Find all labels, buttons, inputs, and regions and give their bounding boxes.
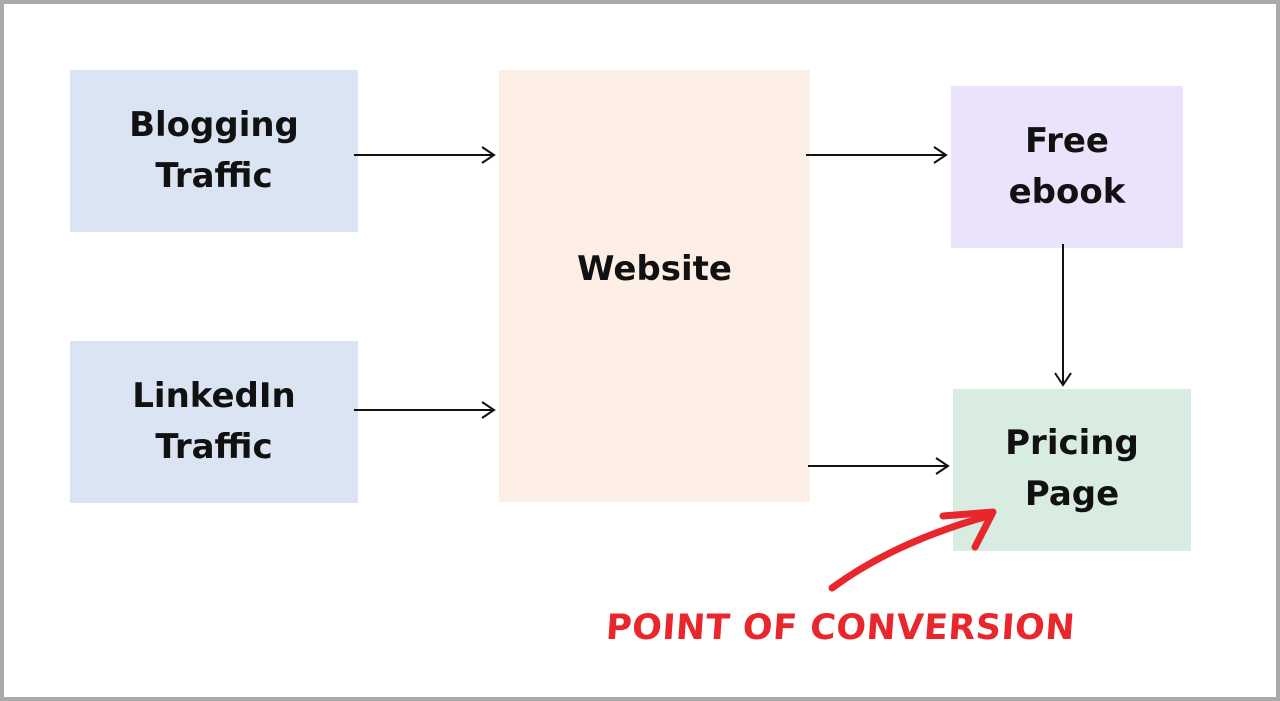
node-website: Website [499, 70, 810, 502]
node-label-line: Traffic [155, 427, 273, 467]
node-pricing-page: Pricing Page [953, 389, 1191, 551]
node-label-line: Page [1024, 474, 1120, 514]
node-linkedin-traffic: LinkedIn Traffic [70, 341, 358, 503]
node-label-line: LinkedIn [132, 376, 296, 416]
node-label: Website [577, 248, 732, 289]
arrow-blogging-to-website [354, 146, 496, 164]
arrow-linkedin-to-website [354, 401, 496, 419]
node-label-line: ebook [1008, 172, 1126, 212]
node-label-line: Free [1025, 121, 1109, 161]
arrow-website-to-pricing [808, 457, 950, 475]
arrow-website-to-ebook [806, 146, 948, 164]
annotation-arrow [828, 508, 997, 592]
node-label-line: Traffic [155, 156, 273, 196]
node-free-ebook: Free ebook [951, 86, 1183, 248]
point-of-conversion-label: POINT OF CONVERSION [604, 608, 1077, 648]
node-label-line: Blogging [129, 105, 299, 145]
node-label-line: Pricing [1005, 423, 1139, 463]
node-blogging-traffic: Blogging Traffic [70, 70, 358, 232]
arrow-ebook-to-pricing [1054, 244, 1072, 387]
